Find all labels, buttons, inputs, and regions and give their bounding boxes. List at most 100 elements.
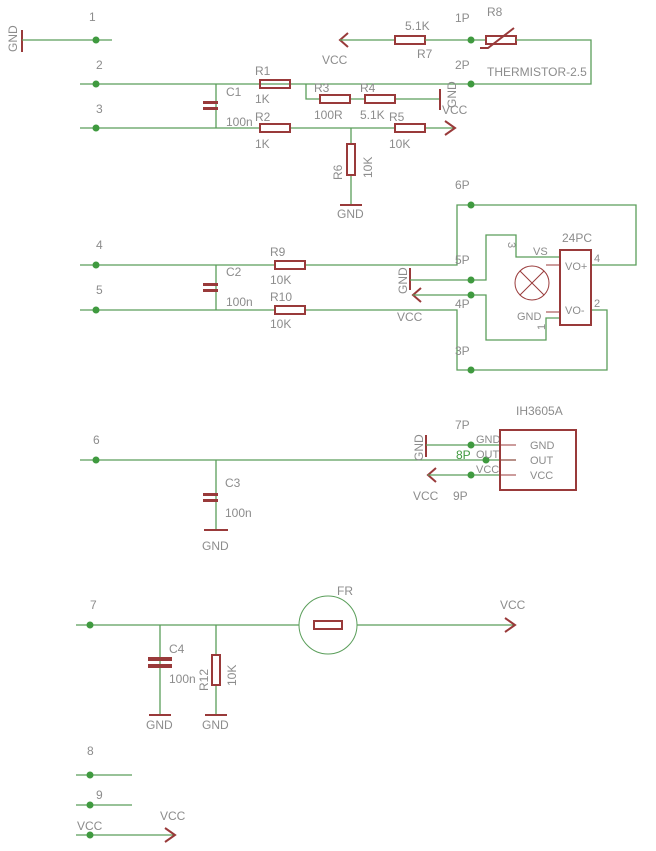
label: 24PC xyxy=(562,231,592,245)
connector-pin-2[interactable] xyxy=(92,80,100,88)
label: 1K xyxy=(255,92,270,106)
connector-pin-9[interactable] xyxy=(86,801,94,809)
shape xyxy=(559,249,592,326)
label: 2P xyxy=(455,58,470,72)
photoresistor-fr xyxy=(298,595,358,655)
label: 6 xyxy=(93,433,100,447)
label: IH3605A xyxy=(516,404,563,418)
connector-pin-4[interactable] xyxy=(92,261,100,269)
label: GND xyxy=(476,434,501,446)
capacitor-c1 xyxy=(203,101,218,110)
label: 10K xyxy=(225,665,239,686)
wire xyxy=(480,27,515,49)
label: 8 xyxy=(87,744,94,758)
label: 2 xyxy=(96,58,103,72)
label: R7 xyxy=(417,47,433,61)
wire xyxy=(80,204,637,266)
humidity-sensor-ih3605a xyxy=(499,429,577,491)
resistor-r12 xyxy=(211,654,221,686)
thermistor-r8 xyxy=(480,27,517,49)
label: GND xyxy=(396,267,410,294)
shape xyxy=(298,595,358,655)
label: 1 xyxy=(536,324,548,330)
vcc-label: VCC xyxy=(322,53,348,67)
shape xyxy=(203,289,218,292)
resistor-r1 xyxy=(259,79,291,89)
pad-9p[interactable] xyxy=(467,471,475,479)
label: 10K xyxy=(389,137,410,151)
resistor-r6 xyxy=(346,143,356,176)
connector-pin-vcc[interactable] xyxy=(86,831,94,839)
label: GND xyxy=(445,81,459,108)
label: 3 xyxy=(505,242,517,248)
resistor-r7 xyxy=(394,35,426,45)
label: 6P xyxy=(455,178,470,192)
label: 10K xyxy=(270,273,291,287)
connector-pin-1[interactable] xyxy=(92,36,100,44)
label: GND xyxy=(517,311,542,323)
label: GND xyxy=(6,25,20,52)
label: C1 xyxy=(226,85,242,99)
capacitor-c3 xyxy=(203,493,218,502)
label: 100n xyxy=(225,506,252,520)
wire xyxy=(80,309,608,371)
label: OUT xyxy=(530,455,554,467)
pad-4p[interactable] xyxy=(467,291,475,299)
label: 9P xyxy=(453,489,468,503)
label: 4P xyxy=(455,297,470,311)
resistor-r10 xyxy=(274,305,306,315)
label: GND xyxy=(412,434,426,461)
label: 9 xyxy=(96,788,103,802)
shape xyxy=(148,664,172,668)
connector-pin-3[interactable] xyxy=(92,124,100,132)
pad-7p[interactable] xyxy=(467,441,475,449)
label: 100R xyxy=(314,108,343,122)
label: 4 xyxy=(96,238,103,252)
label: GND xyxy=(146,718,173,732)
label: VCC xyxy=(413,489,439,503)
label: GND xyxy=(202,539,229,553)
wire xyxy=(519,270,545,296)
label: R5 xyxy=(389,110,405,124)
shape xyxy=(514,265,550,301)
label: 4 xyxy=(594,253,600,265)
connector-pin-8[interactable] xyxy=(86,771,94,779)
label: 2 xyxy=(594,298,600,310)
pad-2p[interactable] xyxy=(467,80,475,88)
label: 100n xyxy=(226,115,253,129)
label: 10K xyxy=(361,157,375,178)
connector-pin-6[interactable] xyxy=(92,456,100,464)
pad-1p[interactable] xyxy=(467,36,475,44)
label: 5.1K xyxy=(405,19,430,33)
pad-5p[interactable] xyxy=(467,276,475,284)
connector-pin-5[interactable] xyxy=(92,306,100,314)
label: 5 xyxy=(96,283,103,297)
label: FR xyxy=(337,584,353,598)
pad-3p[interactable] xyxy=(467,366,475,374)
label: R9 xyxy=(270,245,286,259)
label: R4 xyxy=(360,81,376,95)
label: 3 xyxy=(96,102,103,116)
label: C2 xyxy=(226,265,242,279)
shape xyxy=(313,620,343,630)
label: VCC xyxy=(397,310,423,324)
label: R3 xyxy=(314,81,330,95)
label: R6 xyxy=(331,164,345,180)
label: R2 xyxy=(255,110,271,124)
connector-pin-7[interactable] xyxy=(86,621,94,629)
vcc-arrow xyxy=(164,827,177,843)
label: 3P xyxy=(455,344,470,358)
label: 7P xyxy=(455,418,470,432)
pin-label: 1 xyxy=(89,10,96,24)
resistor-r3 xyxy=(319,94,351,104)
label: VO+ xyxy=(565,261,587,273)
label: OUT xyxy=(476,449,500,461)
pad-6p[interactable] xyxy=(467,201,475,209)
label: GND xyxy=(202,718,229,732)
shape xyxy=(203,107,218,110)
shape xyxy=(203,283,218,286)
resistor-r5 xyxy=(394,123,426,133)
label: VCC xyxy=(160,809,186,823)
pad-8p[interactable] xyxy=(482,456,490,464)
